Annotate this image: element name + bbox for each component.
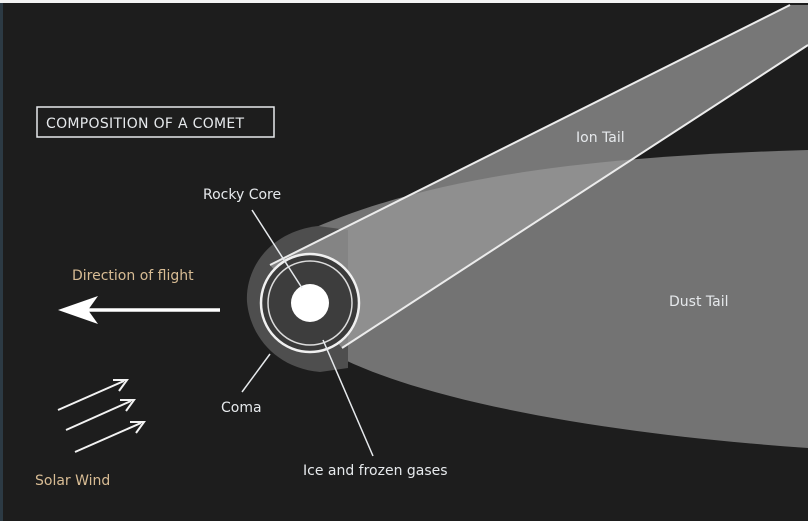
left-edge-strip: [0, 0, 3, 521]
ice-leader: [322, 339, 374, 457]
solar-wind-arrow-1: [57, 380, 125, 411]
direction-of-flight-label: Direction of flight: [72, 268, 194, 284]
ion-tail-upper-edge: [269, 4, 791, 266]
coma-label: Coma: [221, 400, 262, 416]
coma-leader: [241, 353, 271, 393]
title-box: [36, 106, 275, 138]
rocky-core-label: Rocky Core: [203, 187, 281, 203]
diagram-title: COMPOSITION OF A COMET: [46, 116, 245, 132]
rocky-core-leader: [251, 209, 303, 289]
rocky-core-nucleus: [291, 284, 329, 322]
ion-tail: [270, 5, 808, 348]
solar-wind-arrow-2: [65, 400, 132, 431]
solar-wind-arrow-1-head: [113, 379, 129, 392]
solar-wind-arrow-2-head: [120, 399, 136, 412]
solar-wind-arrows: [57, 379, 146, 453]
flight-arrow-head: [58, 296, 98, 324]
dust-tail-label: Dust Tail: [669, 294, 728, 310]
solar-wind-arrow-3-head: [130, 421, 146, 434]
top-border-strip: [0, 0, 808, 3]
ion-tail-label: Ion Tail: [576, 130, 625, 146]
ion-tail-lower-edge: [341, 44, 808, 349]
solar-wind-label: Solar Wind: [35, 473, 110, 489]
ice-and-frozen-gases-label: Ice and frozen gases: [303, 463, 448, 479]
solar-wind-arrow-3: [74, 422, 142, 453]
